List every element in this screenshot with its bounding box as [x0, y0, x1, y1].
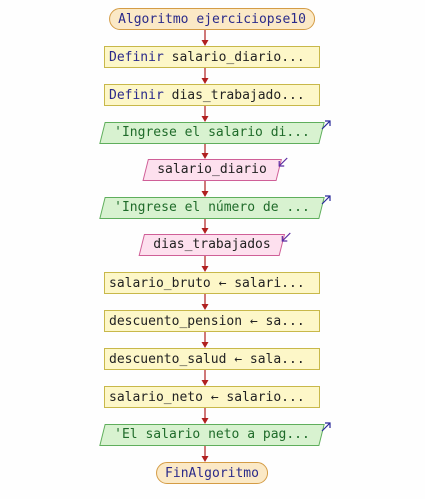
output-arrow-icon [321, 422, 331, 432]
connector-arrowhead [201, 304, 209, 310]
output-arrow-icon [321, 195, 331, 205]
assign-descuento-pension-node[interactable]: descuento_pension ← sa... [104, 310, 320, 332]
output-ingrese-salario-text: 'Ingrese el salario di... [114, 125, 310, 140]
start-terminal[interactable]: Algoritmo ejerciciopse10 [109, 8, 315, 30]
assign-salario-bruto-text: salario_bruto ← salari... [109, 276, 305, 291]
connector-arrowhead [201, 418, 209, 424]
connector-arrowhead [201, 40, 209, 46]
connector-arrowhead [201, 116, 209, 122]
output-ingrese-numero-node[interactable]: 'Ingrese el número de ... [99, 195, 331, 219]
input-arrow-icon [282, 232, 292, 242]
output-ingrese-numero-text: 'Ingrese el número de ... [114, 200, 310, 215]
define-dias-trabajados-node[interactable]: Definir dias_trabajado... [104, 84, 320, 106]
assign-salario-neto-node[interactable]: salario_neto ← salario... [104, 386, 320, 408]
output-salario-neto-text: 'El salario neto a pag... [114, 427, 310, 442]
definir-keyword: Definir [109, 88, 164, 103]
assign-descuento-salud-text: descuento_salud ← sala... [109, 352, 305, 367]
connector-arrowhead [201, 153, 209, 159]
input-salario-diario-node[interactable]: salario_diario [142, 157, 288, 181]
assign-salario-neto-text: salario_neto ← salario... [109, 390, 305, 405]
connector-arrowhead [201, 456, 209, 462]
output-ingrese-salario-node[interactable]: 'Ingrese el salario di... [99, 120, 331, 144]
define-salario-diario-text: salario_diario... [163, 50, 305, 65]
algoritmo-keyword: Algoritmo [118, 12, 189, 27]
output-salario-neto-node[interactable]: 'El salario neto a pag... [99, 422, 331, 446]
assign-descuento-pension-text: descuento_pension ← sa... [109, 314, 305, 329]
define-salario-diario-node[interactable]: Definir salario_diario... [104, 46, 320, 68]
fin-algoritmo-label: FinAlgoritmo [165, 466, 259, 481]
define-dias-trabajados-text: dias_trabajado... [163, 88, 305, 103]
assign-salario-bruto-node[interactable]: salario_bruto ← salari... [104, 272, 320, 294]
connector-arrowhead [201, 342, 209, 348]
algorithm-name: ejerciciopse10 [188, 12, 306, 27]
connector-arrowhead [201, 191, 209, 197]
connector-arrowhead [201, 228, 209, 234]
output-arrow-icon [321, 120, 331, 130]
definir-keyword: Definir [109, 50, 164, 65]
input-dias-trabajados-node[interactable]: dias_trabajados [138, 232, 292, 256]
connector-arrowhead [201, 380, 209, 386]
assign-descuento-salud-node[interactable]: descuento_salud ← sala... [104, 348, 320, 370]
end-terminal[interactable]: FinAlgoritmo [156, 462, 268, 484]
input-arrow-icon [278, 157, 288, 167]
connector-arrowhead [201, 266, 209, 272]
input-salario-diario-text: salario_diario [157, 162, 267, 177]
input-dias-trabajados-text: dias_trabajados [153, 237, 271, 252]
connector-arrowhead [201, 78, 209, 84]
